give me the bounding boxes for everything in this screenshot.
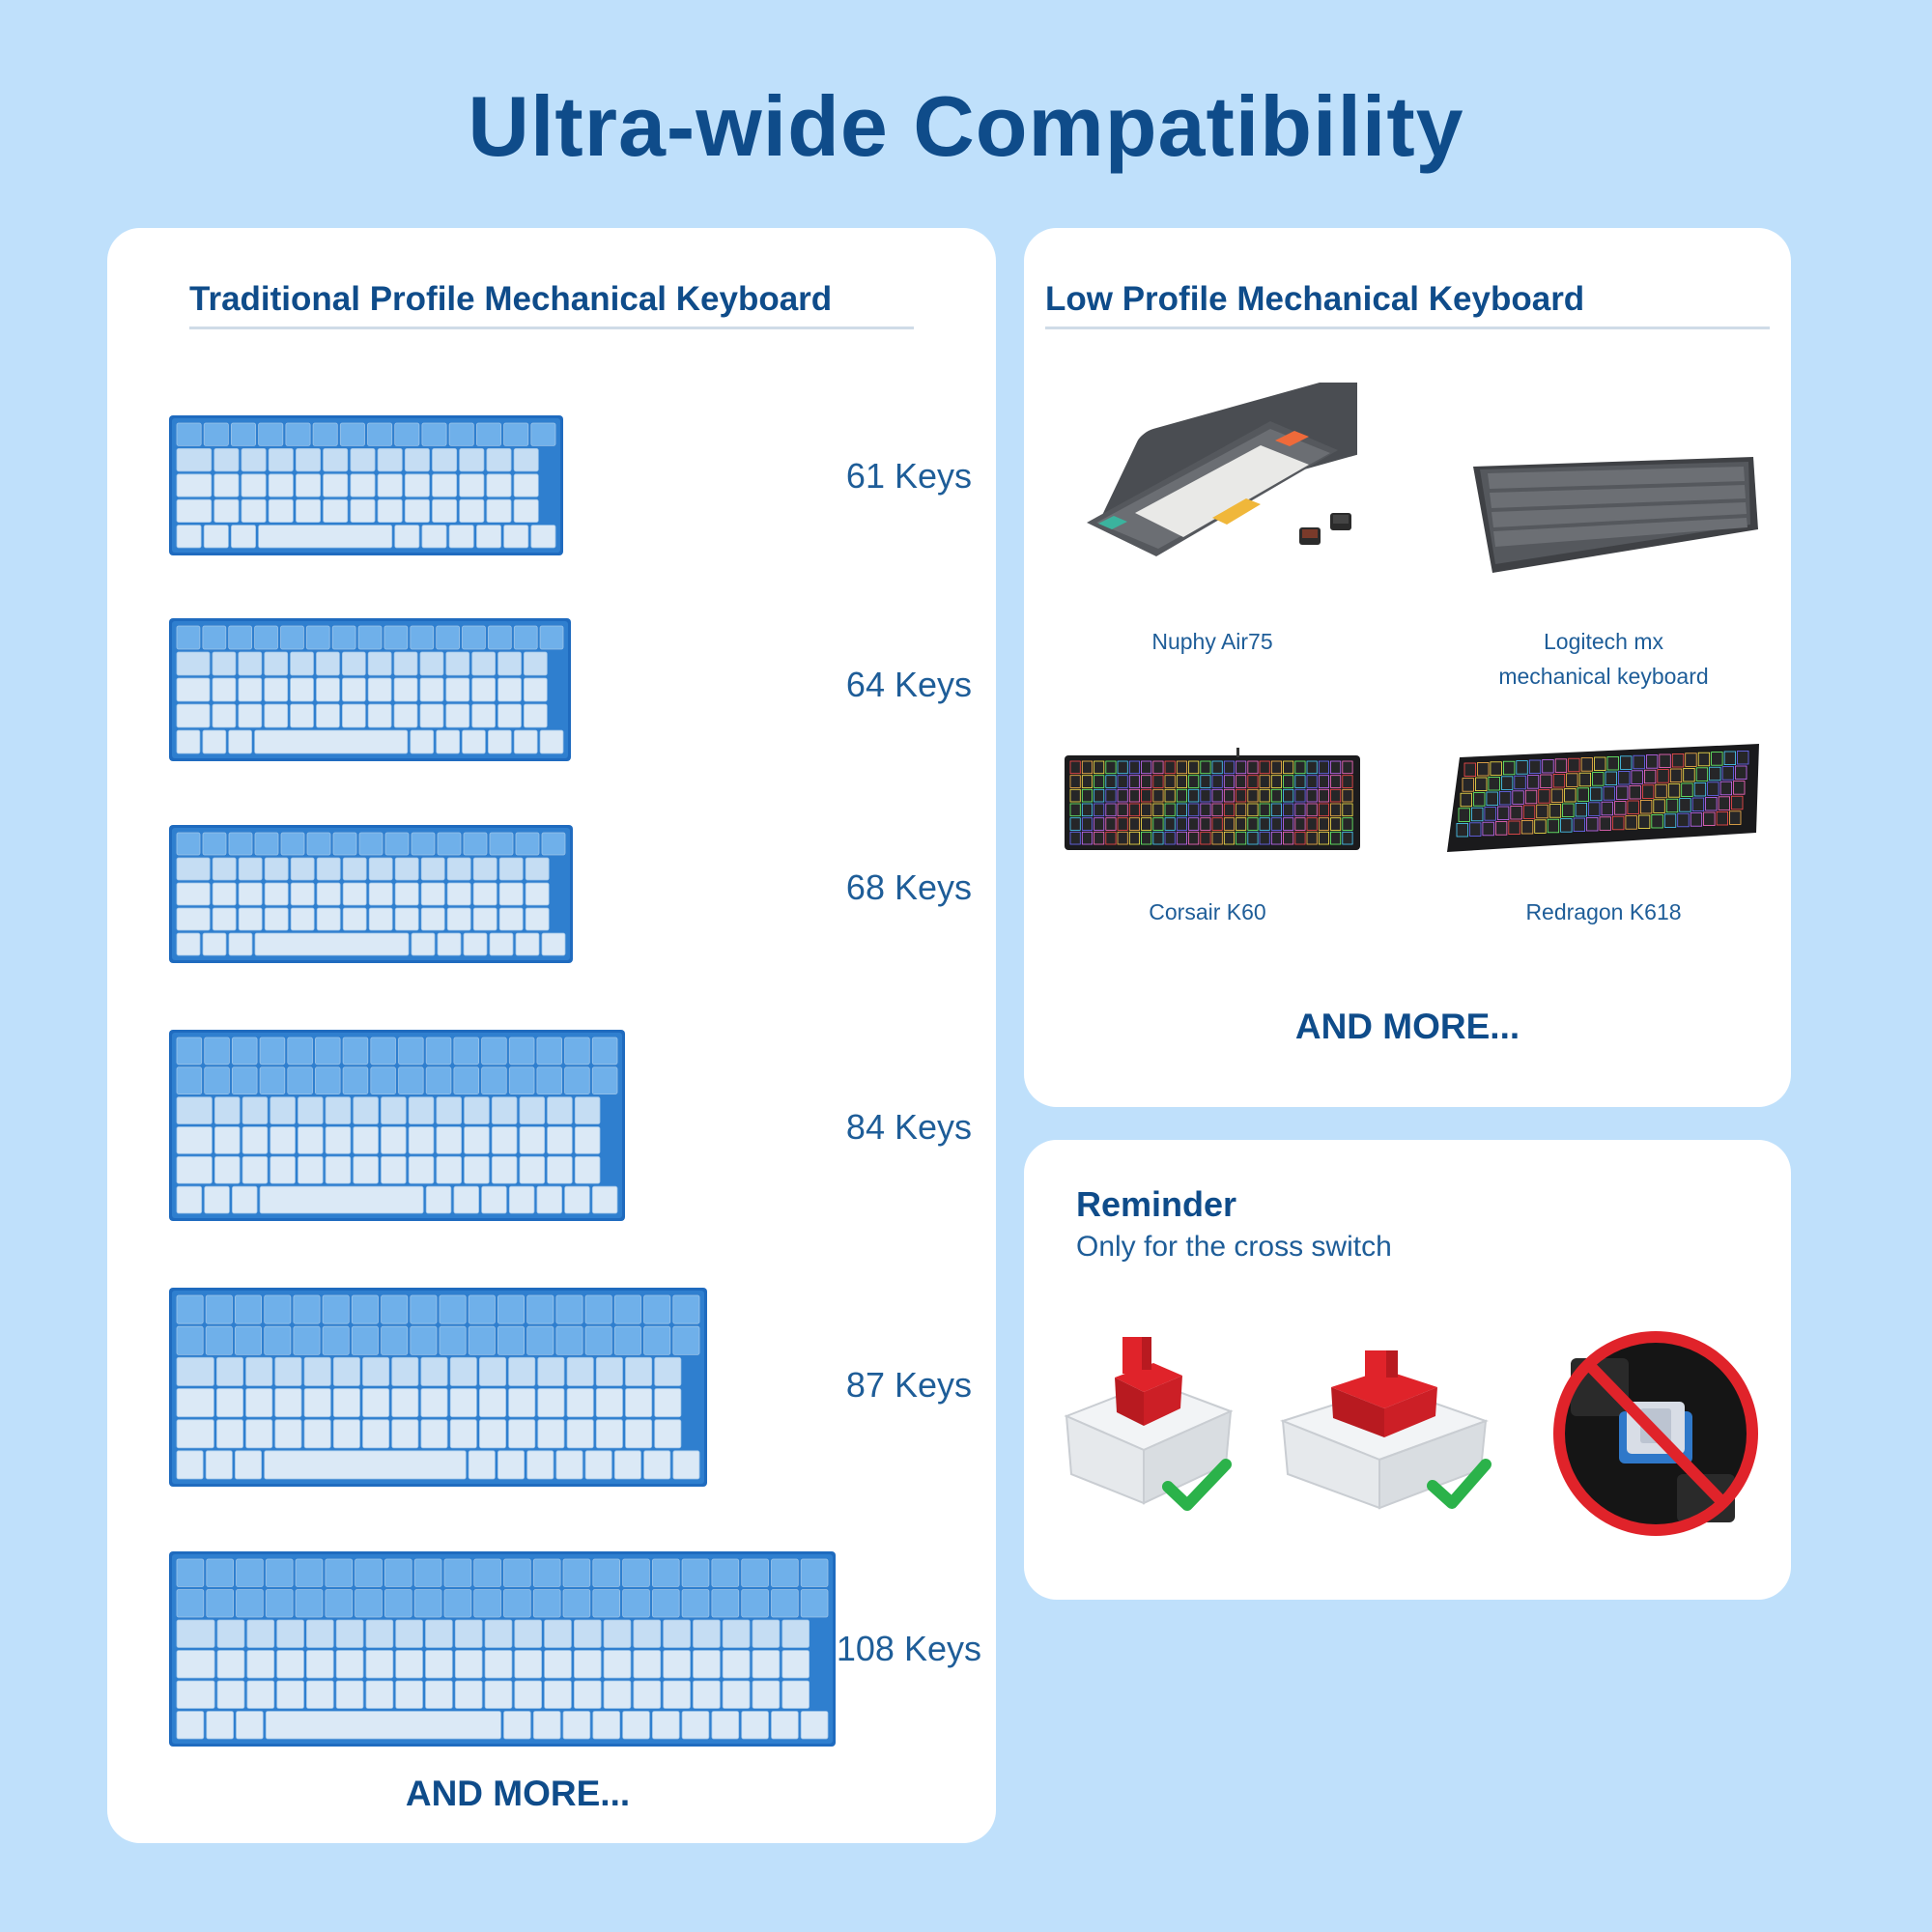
keyboard-84-label: 84 Keys [845, 1107, 972, 1147]
keyboard-87: 87 Keys [107, 1288, 996, 1487]
keyboard-61-label: 61 Keys [845, 456, 972, 496]
keyboard-68-label: 68 Keys [845, 867, 972, 907]
product-nuphy-air75-name: Nuphy Air75 [1151, 629, 1273, 654]
keyboard-108-label: 108 Keys [836, 1629, 981, 1668]
keyboard-64-image [169, 618, 571, 761]
product-logitech-mx-name-line2: mechanical keyboard [1498, 664, 1709, 689]
product-logitech-mx-name-line1: Logitech mx [1543, 629, 1663, 654]
product-logitech-mx: Logitech mx mechanical keyboard [1439, 624, 1768, 694]
keyboard-61: 61 Keys [107, 415, 996, 555]
keyboard-87-image [169, 1288, 707, 1487]
traditional-and-more: AND MORE... [405, 1774, 631, 1813]
keyboard-64: 64 Keys [107, 618, 996, 761]
keyboard-68-image [169, 825, 573, 963]
traditional-heading: Traditional Profile Mechanical Keyboard [189, 280, 914, 329]
low-profile-heading: Low Profile Mechanical Keyboard [1045, 280, 1770, 329]
traditional-keyboards-card: Traditional Profile Mechanical Keyboard … [107, 228, 996, 1843]
reminder-subtitle: Only for the cross switch [1076, 1231, 1392, 1263]
cross-switch-2-image [1280, 1350, 1492, 1510]
product-nuphy-air75: Nuphy Air75 [1082, 624, 1343, 659]
keyboard-68: 68 Keys [107, 825, 996, 963]
nuphy-air75-image [1087, 383, 1357, 556]
cross-switch-1-image [1064, 1337, 1234, 1511]
keyboard-64-label: 64 Keys [845, 665, 972, 704]
keyboard-84-image [169, 1030, 625, 1221]
reminder-card: Reminder Only for the cross switch [1024, 1140, 1791, 1600]
product-redragon-k618: Redragon K618 [1449, 895, 1758, 929]
redragon-k618-image [1447, 744, 1759, 852]
unsupported-switch-image [1553, 1331, 1758, 1536]
low-profile-and-more: AND MORE... [1294, 1007, 1520, 1046]
product-redragon-k618-name: Redragon K618 [1525, 899, 1682, 924]
keyboard-87-label: 87 Keys [845, 1365, 972, 1405]
logitech-mx-image [1473, 457, 1758, 573]
reminder-title: Reminder [1076, 1184, 1237, 1224]
keyboard-61-image [169, 415, 563, 555]
page-title: Ultra-wide Compatibility [468, 78, 1464, 174]
product-corsair-k60-name: Corsair K60 [1149, 899, 1266, 924]
keyboard-84: 84 Keys [107, 1030, 996, 1221]
keyboard-108-image [169, 1551, 836, 1747]
low-profile-card: Low Profile Mechanical Keyboard Nuphy Ai… [1024, 228, 1791, 1107]
product-corsair-k60: Corsair K60 [1082, 895, 1333, 929]
corsair-k60-image [1065, 748, 1360, 850]
keyboard-108: 108 Keys [107, 1551, 996, 1747]
